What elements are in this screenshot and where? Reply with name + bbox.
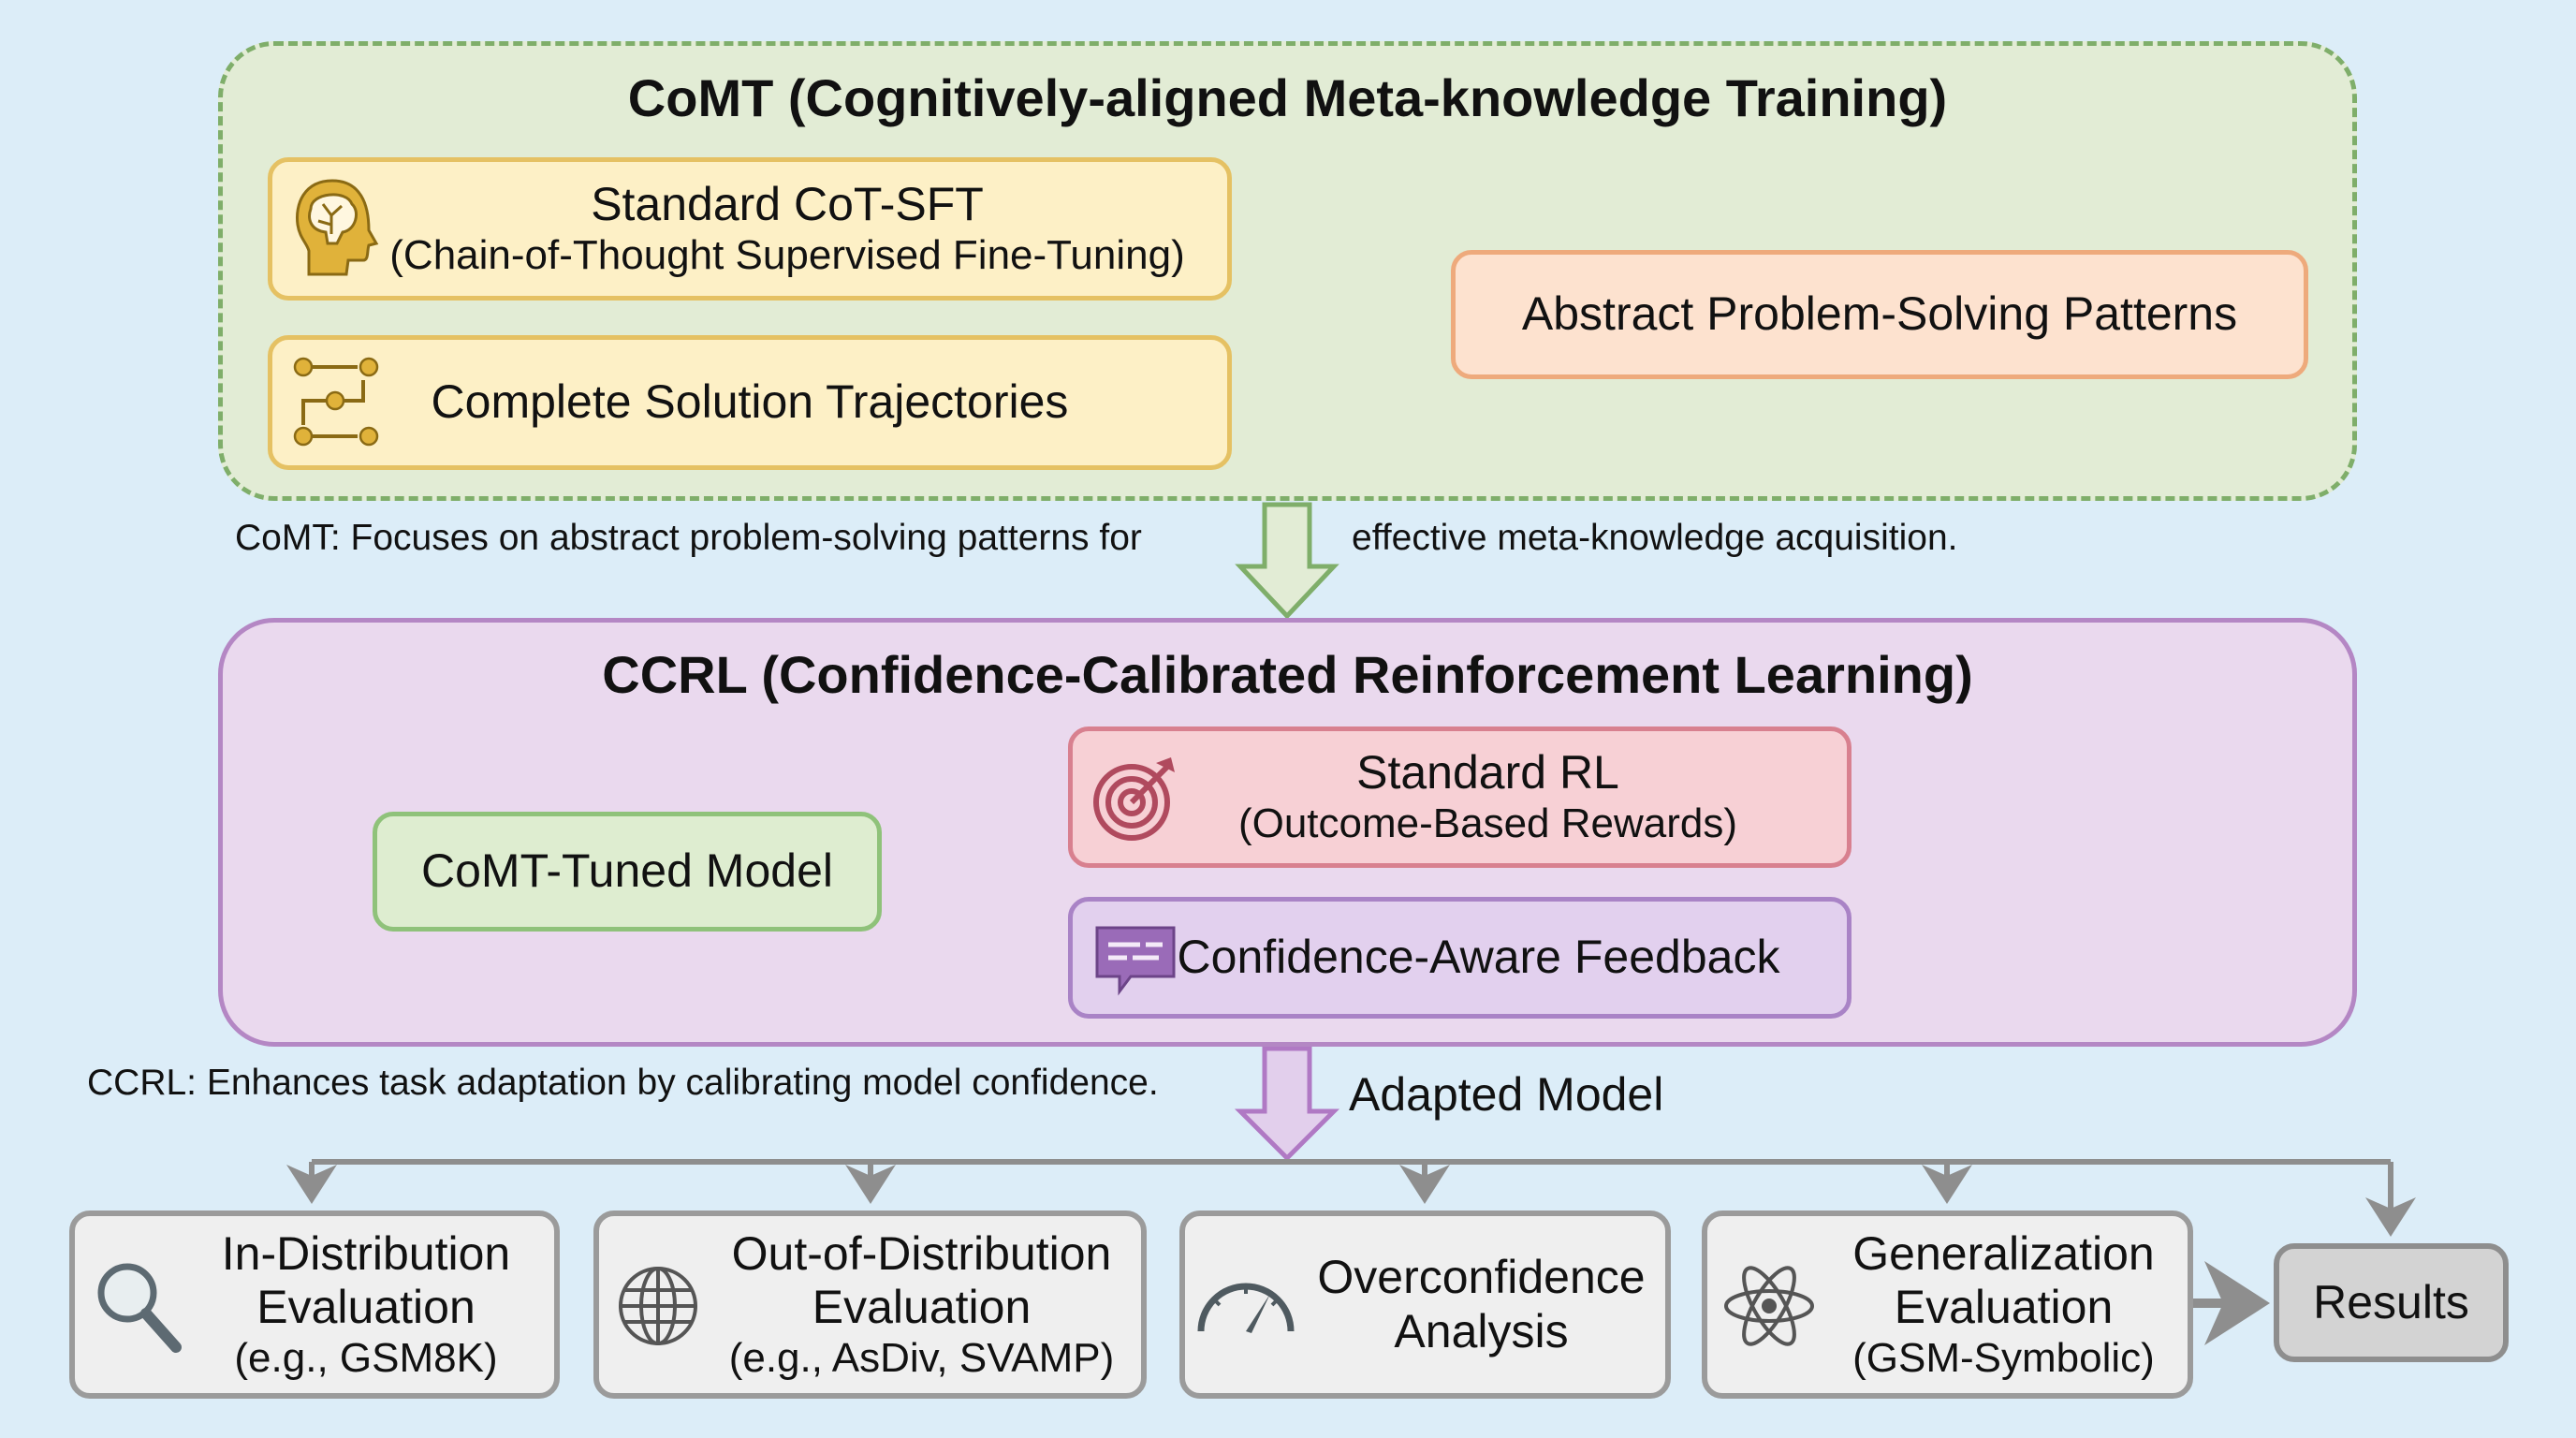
- eval-line: Evaluation: [256, 1281, 476, 1334]
- magnifier-icon: [97, 1263, 182, 1353]
- eval-line: Evaluation: [812, 1281, 1032, 1334]
- eval-line: Analysis: [1394, 1304, 1569, 1357]
- globe-icon: [619, 1267, 697, 1345]
- eval-line: In-Distribution: [221, 1226, 511, 1280]
- trajectories-label: Complete Solution Trajectories: [431, 375, 1069, 429]
- eval-overconfidence-box: Overconfidence Analysis: [1179, 1211, 1671, 1399]
- eval-bus: [286, 1159, 2416, 1237]
- results-label: Results: [2313, 1275, 2469, 1328]
- cot-sft-title: Standard CoT-SFT: [591, 178, 984, 231]
- comt-tuned-model-label: CoMT-Tuned Model: [421, 844, 833, 898]
- eval-line: Evaluation: [1894, 1281, 2114, 1334]
- trajectories-box: Complete Solution Trajectories: [268, 335, 1232, 470]
- brain-head-icon: [295, 179, 379, 276]
- eval-line: (GSM-Symbolic): [1852, 1334, 2155, 1381]
- ccrl-title: CCRL (Confidence-Calibrated Reinforcemen…: [602, 645, 1973, 704]
- abstract-patterns-box: Abstract Problem-Solving Patterns: [1451, 250, 2308, 379]
- cot-sft-box: Standard CoT-SFT (Chain-of-Thought Super…: [268, 157, 1232, 301]
- confidence-feedback-box: Confidence-Aware Feedback: [1068, 897, 1852, 1019]
- eval-line: Out-of-Distribution: [731, 1226, 1112, 1280]
- results-box: Results: [2274, 1243, 2509, 1362]
- abstract-patterns-label: Abstract Problem-Solving Patterns: [1521, 287, 2238, 341]
- cot-sft-subtitle: (Chain-of-Thought Supervised Fine-Tuning…: [389, 231, 1185, 278]
- comt-to-ccrl-arrow: [1235, 502, 1339, 620]
- comt-caption-right: effective meta-knowledge acquisition.: [1352, 518, 1958, 558]
- standard-rl-title: Standard RL: [1356, 746, 1619, 800]
- comt-caption-left: CoMT: Focuses on abstract problem-solvin…: [235, 518, 1142, 558]
- target-icon: [1093, 757, 1175, 841]
- eval-line: Overconfidence: [1317, 1251, 1646, 1303]
- standard-rl-subtitle: (Outcome-Based Rewards): [1237, 800, 1738, 846]
- eval-in-distribution-box: In-Distribution Evaluation (e.g., GSM8K): [69, 1211, 560, 1399]
- comt-title: CoMT (Cognitively-aligned Meta-knowledge…: [627, 68, 1948, 127]
- eval-line: (e.g., GSM8K): [234, 1334, 498, 1381]
- comt-tuned-model-box: CoMT-Tuned Model: [373, 812, 882, 932]
- path-flow-icon: [293, 357, 379, 447]
- chat-bubble-icon: [1095, 926, 1176, 996]
- eval-line: (e.g., AsDiv, SVAMP): [728, 1334, 1115, 1381]
- adapted-model-label: Adapted Model: [1349, 1068, 1664, 1121]
- atom-icon: [1724, 1266, 1814, 1346]
- standard-rl-box: Standard RL (Outcome-Based Rewards): [1068, 726, 1852, 868]
- ccrl-to-eval-arrow: [1234, 1046, 1340, 1162]
- confidence-feedback-label: Confidence-Aware Feedback: [1177, 931, 1780, 984]
- ccrl-caption: CCRL: Enhances task adaptation by calibr…: [87, 1063, 1159, 1103]
- eval-line: Generalization: [1852, 1226, 2155, 1280]
- gauge-icon: [1197, 1283, 1295, 1333]
